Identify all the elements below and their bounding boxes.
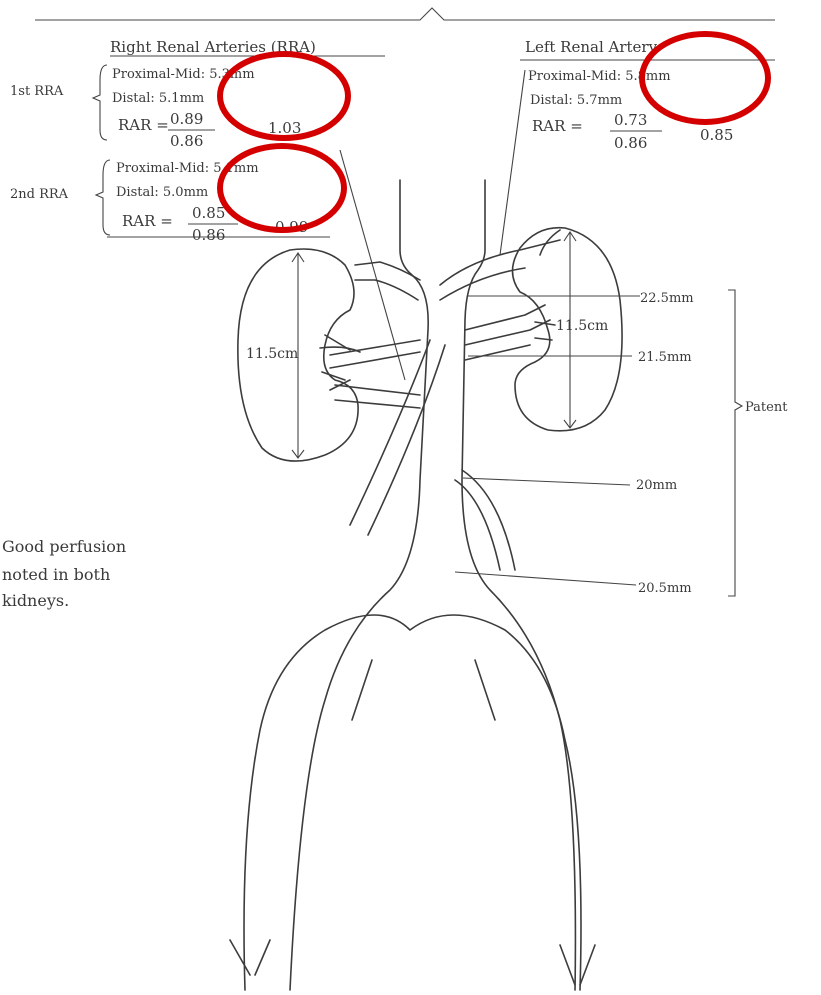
top-brace [35,8,775,20]
right-kidney-length: 11.5cm [246,346,298,362]
rra2-rar-num: 0.85 [192,204,225,222]
aorta-diameter-3: 20mm [636,478,677,493]
aorta-diameter-2: 21.5mm [638,350,692,365]
rra1-rar-den: 0.86 [170,132,203,150]
rra2-distal: Distal: 5.0mm [116,185,208,200]
aorta [230,180,595,990]
rra1-label: 1st RRA [10,84,64,99]
note-line-1: Good perfusion [2,537,126,556]
note-line-3: kidneys. [2,591,69,610]
rra1-rar-num: 0.89 [170,110,203,128]
rra2-rar-label: RAR = [122,212,173,230]
rra1-rar-label: RAR = [118,116,169,134]
lra-rar-den: 0.86 [614,134,647,152]
rra2-prox-mid: Proximal-Mid: 5.1mm [116,161,259,176]
lra-title: Left Renal Artery [525,38,658,56]
patent-label: Patent [745,400,788,415]
aorta-diameter-1: 22.5mm [640,291,694,306]
aorta-diameter-4: 20.5mm [638,581,692,596]
lra-prox-mid: Proximal-Mid: 5.8mm [528,69,671,84]
lra-rar-val: 0.85 [700,126,733,144]
patent-bracket [728,290,742,596]
rra2-rar-den: 0.86 [192,226,225,244]
rra1-distal: Distal: 5.1mm [112,91,204,106]
lra-rar-num: 0.73 [614,111,647,129]
left-kidney-length: 11.5cm [556,318,608,334]
left-renal-arteries [440,230,560,570]
rra2-label: 2nd RRA [10,187,69,202]
note-line-2: noted in both [2,565,110,584]
lra-distal: Distal: 5.7mm [530,93,622,108]
lra-rar-label: RAR = [532,117,583,135]
